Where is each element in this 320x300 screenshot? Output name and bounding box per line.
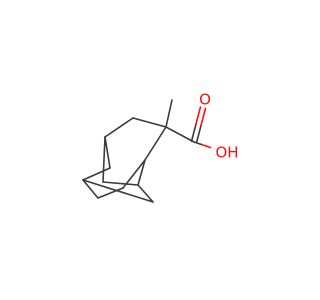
- bond-ccarb-o_dbl-line-2-half-a: [190, 123, 197, 143]
- molecule-structure-diagram: O OH: [0, 0, 300, 300]
- bond-c6-c7: [82, 167, 111, 181]
- bond-ccarb-o_dbl-line-2-half-b: [195, 106, 202, 126]
- bond-cq-cme: [165, 99, 173, 128]
- bond-c7-c10: [82, 179, 154, 203]
- bond-c7-c8: [82, 179, 99, 199]
- bond-c1-c3: [137, 159, 146, 186]
- bond-ccarb-o_oh-half-b: [201, 143, 212, 149]
- bond-ccarb-o_oh-half-a: [193, 141, 204, 146]
- bond-cq-c1: [144, 126, 167, 161]
- hydroxyl-label: OH: [215, 144, 238, 162]
- bond-layer: [82, 99, 212, 203]
- bond-c2-c5: [104, 117, 134, 138]
- bond-cq-c2: [132, 117, 167, 128]
- bond-ccarb-o_dbl-line-1-half-a: [195, 124, 202, 144]
- bond-c5-c6: [104, 136, 111, 169]
- bond-c4-c5: [102, 136, 106, 183]
- label-layer: O OH: [199, 91, 238, 162]
- bond-c9-c1: [122, 159, 146, 189]
- canvas-background: [0, 0, 300, 300]
- oxygen-carbonyl-label: O: [199, 91, 211, 109]
- bond-c10-c3: [137, 184, 154, 203]
- bond-c3-c4: [102, 181, 139, 186]
- bond-cq-ccarb: [165, 126, 195, 143]
- bond-c8-c9: [97, 187, 124, 199]
- bond-ccarb-o_dbl-line-1-half-b: [200, 107, 207, 127]
